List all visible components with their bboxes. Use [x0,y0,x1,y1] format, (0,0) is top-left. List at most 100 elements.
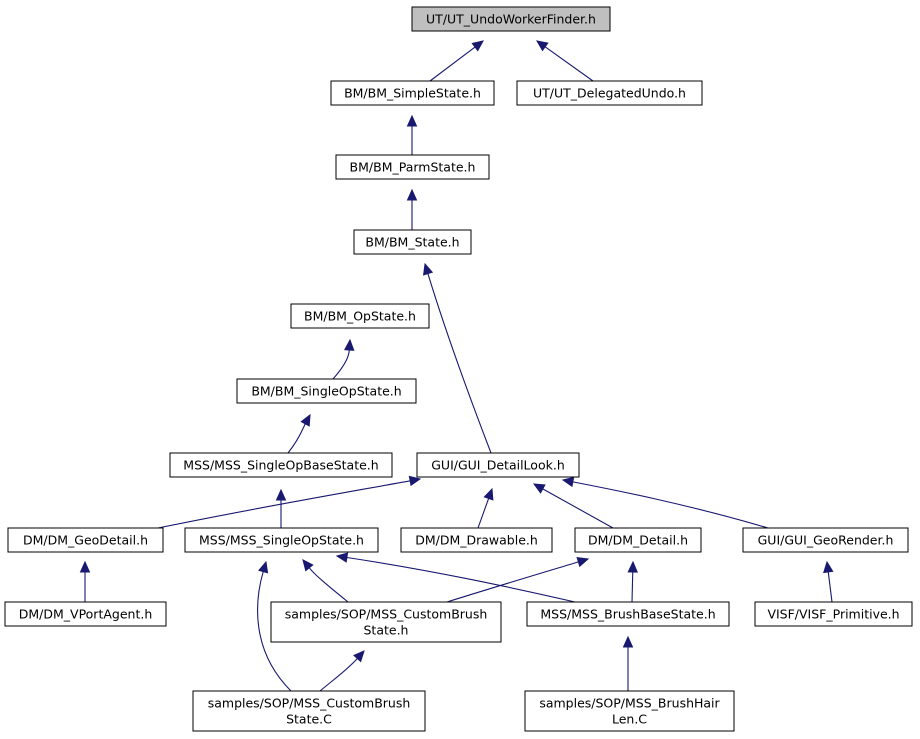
node-dm_detail[interactable]: DM/DM_Detail.h [574,527,702,553]
node-visf_primitive[interactable]: VISF/VISF_Primitive.h [754,601,913,627]
node-gui_georender[interactable]: GUI/GUI_GeoRender.h [742,527,909,553]
edge-gui_detaillook-to-bm_state [423,262,492,454]
node-label: BM/BM_SingleOpState.h [251,384,401,399]
node-bm_simplestate[interactable]: BM/BM_SimpleState.h [330,80,495,106]
node-mss_singleopstate[interactable]: MSS/MSS_SingleOpState.h [184,527,379,553]
node-dm_geodetail[interactable]: DM/DM_GeoDetail.h [7,527,164,553]
edge-line [257,571,292,692]
arrowhead-icon [79,560,91,573]
node-box [416,452,580,478]
arrowhead-icon [343,338,355,351]
nodes-layer: UT/UT_UndoWorkerFinder.hBM/BM_SimpleStat… [4,6,913,732]
edge-bm_simplestate-to-ut_undoworkerfinder [429,40,484,82]
node-label: Len.C [612,712,647,727]
arrowhead-icon [406,188,418,201]
node-dm_vportagent[interactable]: DM/DM_VPortAgent.h [4,601,167,627]
arrowhead-icon [300,413,311,427]
node-box [526,601,730,627]
edge-dm_vportagent-to-dm_geodetail [79,560,91,602]
edge-gui_georender-to-gui_detaillook [561,476,769,529]
edge-ut_delegatedundo-to-ut_undoworkerfinder [536,40,594,82]
node-box [270,601,502,643]
node-label: BM/BM_SimpleState.h [344,86,481,101]
edge-line [319,658,358,692]
edge-bm_state-to-bm_parmstate [406,188,418,230]
edge-line [287,423,306,454]
node-box [192,690,426,732]
node-box [7,527,164,553]
arrowhead-icon [471,40,484,52]
edge-sop_custombrush_h-to-mss_singleopstate [302,559,349,603]
edge-line [446,561,579,603]
arrowhead-icon [406,114,418,127]
node-label: UT/UT_DelegatedUndo.h [533,86,686,101]
node-bm_opstate[interactable]: BM/BM_OpState.h [290,303,430,329]
node-dm_drawable[interactable]: DM/DM_Drawable.h [400,527,553,553]
node-box [574,527,702,553]
node-label: MSS/MSS_SingleOpState.h [199,533,364,548]
edge-line [427,273,492,454]
node-ut_delegatedundo[interactable]: UT/UT_DelegatedUndo.h [516,80,703,106]
edge-mss_brushbasestate-to-dm_detail [627,560,639,603]
node-box [4,601,167,627]
node-box [236,378,417,404]
node-label: DM/DM_VPortAgent.h [19,607,153,622]
edge-bm_parmstate-to-bm_simplestate [406,114,418,155]
node-label: UT/UT_UndoWorkerFinder.h [426,12,596,27]
node-label: samples/SOP/MSS_CustomBrush [285,607,488,622]
edge-mss_brushbasestate-to-mss_singleopstate [335,552,576,603]
edge-line [827,571,833,603]
arrowhead-icon [627,560,639,573]
edge-mss_singleopbasestate-to-bm_singleopstate [287,413,311,454]
node-label: MSS/MSS_SingleOpBaseState.h [183,458,378,473]
edge-line [429,46,476,82]
edges-layer [79,40,834,692]
node-box [742,527,909,553]
node-label: State.h [364,623,409,638]
node-label: DM/DM_Drawable.h [415,533,538,548]
arrowhead-icon [823,560,834,574]
node-mss_singleopbasestate[interactable]: MSS/MSS_SingleOpBaseState.h [169,452,393,478]
edge-line [346,556,576,603]
node-label: MSS/MSS_BrushBaseState.h [540,607,715,622]
node-bm_singleopstate[interactable]: BM/BM_SingleOpState.h [236,378,417,404]
edge-line [477,498,490,529]
node-mss_brushbasestate[interactable]: MSS/MSS_BrushBaseState.h [526,601,730,627]
node-label: State.C [286,712,332,727]
edge-line [572,481,769,529]
arrowhead-icon [408,475,422,487]
edge-bm_singleopstate-to-bm_opstate [332,338,355,380]
node-label: samples/SOP/MSS_BrushHair [539,696,720,711]
edge-dm_geodetail-to-gui_detaillook [157,475,422,529]
edge-line [332,349,350,380]
node-bm_parmstate[interactable]: BM/BM_ParmState.h [335,154,490,180]
node-gui_detaillook[interactable]: GUI/GUI_DetailLook.h [416,452,580,478]
node-box [169,452,393,478]
node-box [411,6,611,32]
edge-visf_primitive-to-gui_georender [823,560,834,603]
node-box [330,80,495,106]
arrowhead-icon [536,40,549,52]
edge-dm_drawable-to-gui_detaillook [477,487,494,529]
node-bm_state[interactable]: BM/BM_State.h [353,229,472,255]
node-label: GUI/GUI_GeoRender.h [758,533,894,548]
node-label: DM/DM_GeoDetail.h [23,533,148,548]
edge-line [157,480,411,529]
arrowhead-icon [576,556,590,568]
node-label: samples/SOP/MSS_CustomBrush [208,696,411,711]
node-box [184,527,379,553]
arrowhead-icon [258,560,269,574]
arrowhead-icon [335,552,349,563]
arrowhead-icon [353,650,365,663]
edge-line [544,46,594,82]
edge-line [631,571,634,603]
node-label: VISF/VISF_Primitive.h [767,607,899,622]
node-box [290,303,430,329]
edge-sop_custombrush_c-to-mss_singleopstate [257,560,292,692]
edge-mss_singleopstate-to-mss_singleopbasestate [275,488,287,528]
arrowhead-icon [532,483,546,494]
